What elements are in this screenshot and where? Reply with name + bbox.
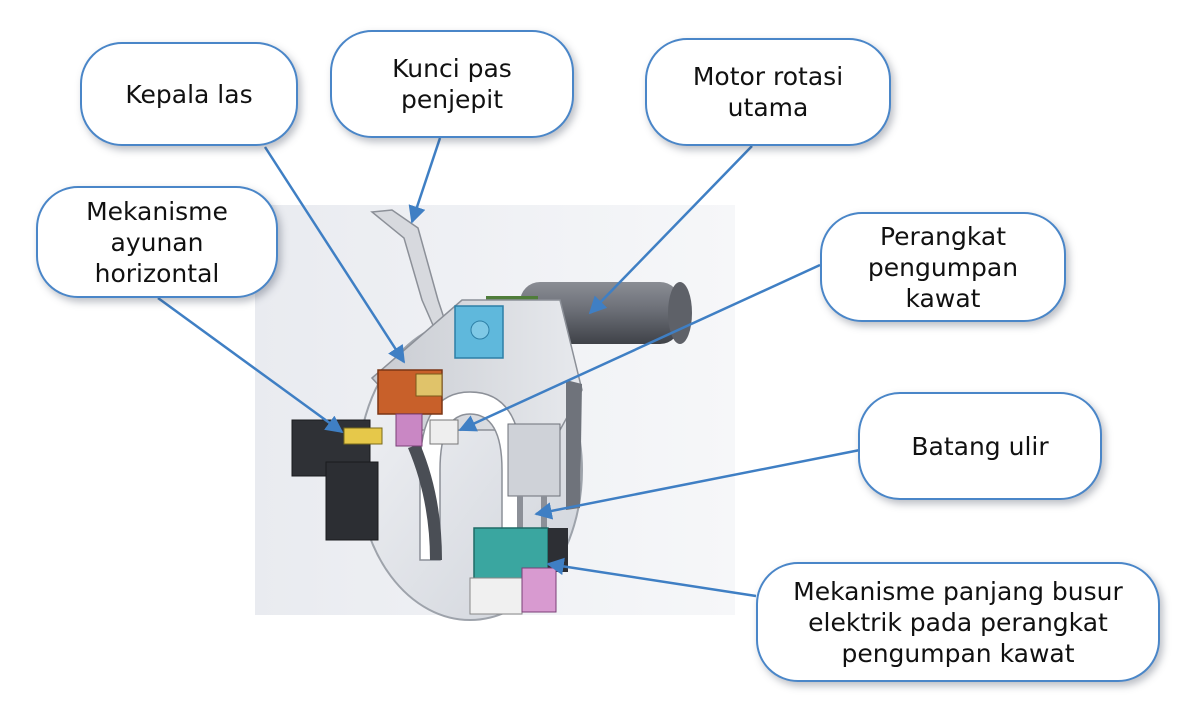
- callout-batang: Batang ulir: [858, 392, 1102, 500]
- label-busur-2: elektrik pada perangkat: [808, 607, 1108, 637]
- label-ayunan-2: ayunan: [110, 227, 204, 257]
- leader-batang: [534, 448, 861, 520]
- label-perangkat-2: pengumpan: [867, 252, 1019, 282]
- callout-motor: Motor rotasi utama: [645, 38, 891, 146]
- label-batang: Batang ulir: [911, 431, 1049, 461]
- leader-busur: [546, 557, 757, 598]
- leader-perangkat: [458, 263, 821, 432]
- label-busur-1: Mekanisme panjang busur: [793, 576, 1123, 606]
- label-kunci-pas-2: penjepit: [400, 85, 504, 114]
- callout-busur: Mekanisme panjang busur elektrik pada pe…: [756, 562, 1160, 682]
- leader-kunci-pas: [408, 137, 442, 224]
- callout-kepala-las: Kepala las: [80, 42, 298, 146]
- leader-ayunan: [157, 296, 344, 434]
- leader-lines: [157, 137, 861, 598]
- leader-motor: [588, 145, 753, 315]
- callout-perangkat: Perangkat pengumpan kawat: [820, 212, 1066, 322]
- label-perangkat-3: kawat: [905, 283, 981, 313]
- callout-ayunan: Mekanisme ayunan horizontal: [36, 186, 278, 298]
- leader-kepala-las: [263, 146, 406, 364]
- label-perangkat-1: Perangkat: [879, 221, 1007, 251]
- label-busur-3: pengumpan kawat: [841, 638, 1075, 668]
- threaded-rod-block: [507, 423, 561, 497]
- label-motor-1: Motor rotasi: [692, 62, 844, 91]
- label-ayunan-1: Mekanisme: [86, 196, 228, 226]
- label-kunci-pas-1: Kunci pas: [392, 54, 512, 83]
- label-motor-2: utama: [727, 93, 809, 122]
- label-kepala-las: Kepala las: [125, 79, 253, 109]
- callout-kunci-pas: Kunci pas penjepit: [330, 30, 574, 138]
- label-ayunan-3: horizontal: [94, 258, 220, 288]
